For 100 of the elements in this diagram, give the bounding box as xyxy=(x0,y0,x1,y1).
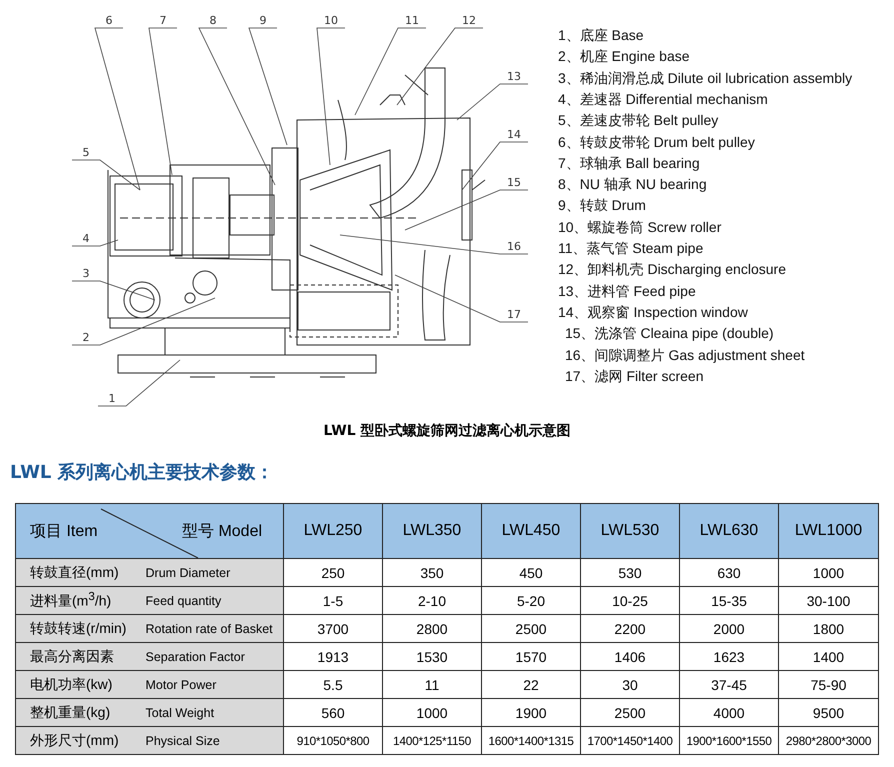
column-heading: 项目 Item xyxy=(30,522,98,542)
row-label: Motor Power xyxy=(146,678,216,692)
row-label: Separation Factor xyxy=(146,650,245,664)
section-heading: LWL 系列离心机主要技术参数： xyxy=(10,461,274,484)
part-legend-entry: 1、底座 Base xyxy=(558,27,644,45)
callout-number: 10 xyxy=(317,14,345,28)
part-legend-entry: 4、差速器 Differential mechanism xyxy=(558,90,768,109)
table-value: 30-100 xyxy=(806,592,850,608)
table-value: 2500 xyxy=(614,704,646,720)
part-legend-entry: 2、机座 Engine base xyxy=(558,48,690,66)
column-heading: LWL450 xyxy=(502,522,560,540)
row-label: 转鼓直径(mm) xyxy=(30,564,119,582)
row-label: 最高分离因素 xyxy=(30,648,114,666)
table-value: 1570 xyxy=(515,648,547,664)
callout-number: 2 xyxy=(72,331,100,345)
callout-number: 3 xyxy=(72,267,100,281)
table-value: 450 xyxy=(519,564,543,580)
row-label: 转鼓转速(r/min) xyxy=(30,620,126,638)
leader-line xyxy=(394,274,528,322)
column-heading: LWL630 xyxy=(700,522,758,540)
part-legend-entry: 10、螺旋卷筒 Screw roller xyxy=(558,218,722,237)
row-label: Total Weight xyxy=(146,706,214,720)
part-legend-entry: 16、间隙调整片 Gas adjustment sheet xyxy=(565,346,805,364)
part-legend-entry: 8、NU 轴承 NU bearing xyxy=(558,176,707,194)
table-value: 1800 xyxy=(812,620,844,636)
table-value: 4000 xyxy=(713,704,745,720)
part-legend-entry: 7、球轴承 Ball bearing xyxy=(558,154,700,173)
leader-line xyxy=(72,240,118,246)
table-value: 3700 xyxy=(317,620,349,636)
callout-number: 4 xyxy=(72,232,100,246)
callout-number: 13 xyxy=(500,70,528,84)
table-value: 630 xyxy=(717,564,741,580)
leader-line xyxy=(462,142,528,190)
table-value: 1000 xyxy=(416,704,448,720)
table-value: 1913 xyxy=(317,648,349,664)
table-value: 2-10 xyxy=(418,592,446,608)
row-label: 电机功率(kw) xyxy=(30,676,112,694)
table-value: 5-20 xyxy=(516,592,546,608)
row-label: 整机重量(kg) xyxy=(30,704,110,722)
leader-line xyxy=(94,28,140,190)
table-value: 2800 xyxy=(416,620,448,636)
row-label: 外形尺寸(mm) xyxy=(30,732,119,750)
part-legend-entry: 5、差速皮带轮 Belt pulley xyxy=(558,112,718,130)
leader-line xyxy=(316,28,346,166)
table-value: 1-5 xyxy=(322,592,344,608)
leader-line xyxy=(198,28,276,186)
table-value: 560 xyxy=(321,704,345,720)
part-legend-entry: 9、转鼓 Drum xyxy=(558,197,646,216)
row-label: Physical Size xyxy=(146,734,220,748)
callout-number: 17 xyxy=(500,308,528,322)
table-value: 250 xyxy=(321,564,345,580)
table-value: 1530 xyxy=(416,648,448,664)
leader-line xyxy=(148,28,178,176)
column-heading: LWL250 xyxy=(304,522,362,540)
part-legend-entry: 12、卸料机壳 Discharging enclosure xyxy=(558,261,786,280)
leader-line xyxy=(340,234,528,254)
callout-number: 15 xyxy=(500,176,528,190)
leader-line xyxy=(404,190,528,230)
table-value: 1406 xyxy=(614,648,646,664)
table-value: 15-35 xyxy=(711,592,747,608)
table-value: 1623 xyxy=(713,648,745,664)
callout-number: 8 xyxy=(199,14,227,28)
leader-line xyxy=(72,298,216,346)
column-heading: LWL1000 xyxy=(794,522,862,540)
column-heading: LWL350 xyxy=(402,522,462,540)
table-value: 1900 xyxy=(515,704,547,720)
table-value: 2500 xyxy=(515,620,547,636)
callout-number: 7 xyxy=(149,14,177,28)
part-legend-entry: 15、洗涤管 Cleaina pipe (double) xyxy=(565,325,774,344)
table-value: 11 xyxy=(424,676,440,692)
column-heading: LWL530 xyxy=(600,522,660,540)
leader-line xyxy=(98,360,180,406)
callout-number: 9 xyxy=(249,14,277,28)
table-value: 9500 xyxy=(812,704,844,720)
table-value: 2980*2800*3000 xyxy=(786,734,872,748)
table-value: 37-45 xyxy=(711,676,747,692)
callout-number: 12 xyxy=(455,14,483,28)
callout-number: 5 xyxy=(72,146,100,160)
table-value: 2200 xyxy=(614,620,646,636)
table-value: 1700*1450*1400 xyxy=(587,734,673,748)
callout-number: 16 xyxy=(500,240,528,254)
leader-line xyxy=(72,160,140,190)
callout-number: 6 xyxy=(95,14,123,28)
leader-line xyxy=(72,280,156,300)
leader-line xyxy=(354,28,426,116)
row-label: 进料量(m$^{3}$/h) xyxy=(30,590,112,611)
row-label: Rotation rate of Basket xyxy=(146,622,273,636)
part-legend-entry: 17、滤网 Filter screen xyxy=(565,368,704,386)
table-value: 1900*1600*1550 xyxy=(686,734,772,748)
callout-number: 14 xyxy=(500,128,528,142)
part-legend-entry: 3、稀油润滑总成 Dilute oil lubrication assembly xyxy=(558,70,852,88)
part-legend-entry: 11、蒸气管 Steam pipe xyxy=(558,240,704,258)
part-legend-entry: 6、转鼓皮带轮 Drum belt pulley xyxy=(558,134,755,152)
table-value: 530 xyxy=(618,564,642,580)
table-value: 1600*1400*1315 xyxy=(488,734,574,748)
table-value: 22 xyxy=(523,676,539,692)
callout-number: 1 xyxy=(98,392,126,406)
leader-line xyxy=(456,84,528,120)
row-label: Drum Diameter xyxy=(146,566,230,580)
column-heading: 型号 Model xyxy=(182,522,262,542)
